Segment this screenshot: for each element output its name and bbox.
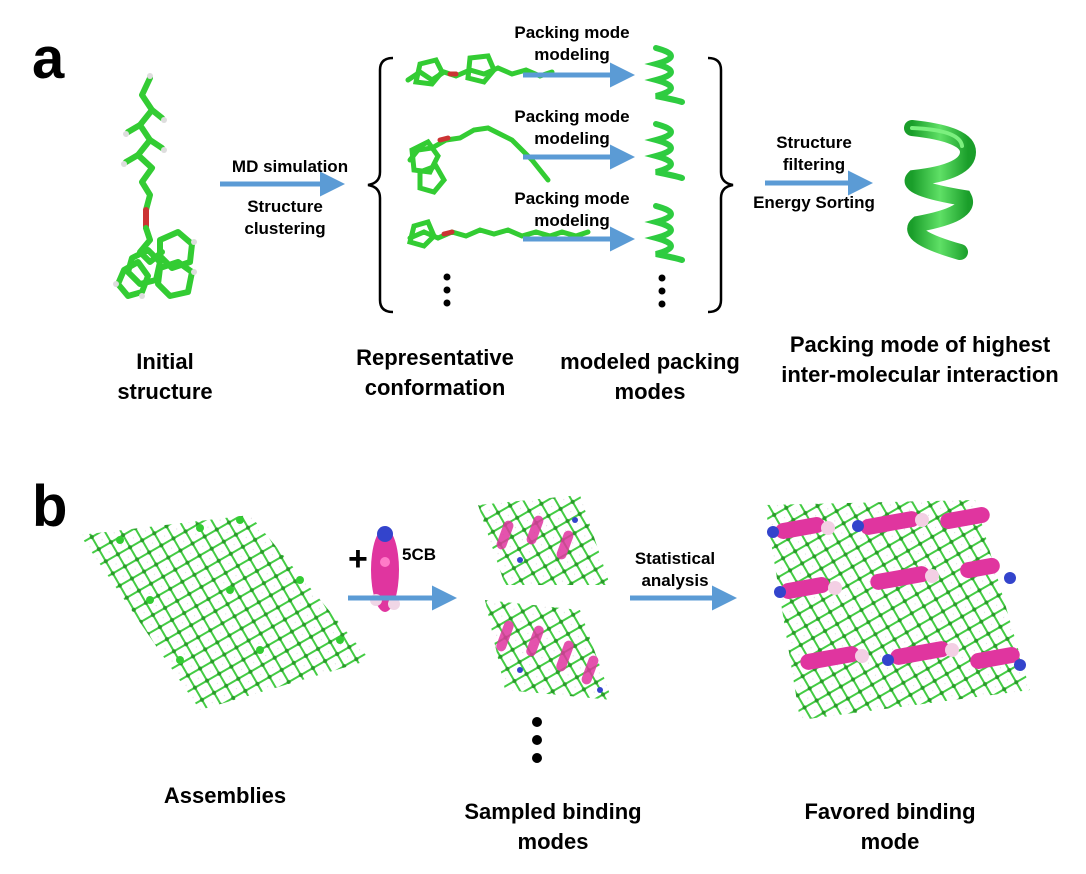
md-simulation-label: MD simulation	[231, 157, 349, 176]
conformation-dots	[443, 273, 451, 307]
caption-sampled-binding-modes: Sampled binding modes	[464, 799, 642, 854]
caption-assemblies: Assemblies	[163, 783, 287, 808]
packing-mode-label-3: Packing mode modeling	[514, 189, 630, 230]
ligand-5cb-label: 5CB	[402, 545, 437, 564]
plus-sign: +	[348, 540, 368, 578]
structure-filtering-label: Structure filtering	[776, 133, 852, 174]
panel-label-b: b	[32, 474, 68, 539]
structure-clustering-label: Structure clustering	[244, 197, 326, 238]
caption-modeled-packing-modes: modeled packing modes	[560, 349, 740, 404]
left-brace	[367, 56, 394, 314]
initial-structure-hydrogens	[113, 73, 197, 299]
panel-label-a: a	[32, 26, 65, 91]
ligand-5cb	[370, 526, 400, 612]
caption-highest-interaction: Packing mode of highest inter-molecular …	[781, 332, 1059, 387]
helix-dots	[658, 274, 666, 308]
energy-sorting-label: Energy Sorting	[753, 193, 875, 212]
big-helix	[904, 120, 977, 260]
favored-binding-lattice	[765, 500, 1030, 720]
packing-mode-label-2: Packing mode modeling	[514, 107, 630, 148]
caption-initial-structure: Initial structure	[117, 349, 213, 404]
small-helix-1	[644, 45, 685, 105]
sampled-lattice-2	[485, 600, 612, 700]
conformation-1	[405, 53, 555, 87]
conformation-2	[407, 125, 551, 195]
conformation-3	[406, 218, 591, 249]
small-helix-3	[644, 203, 685, 263]
initial-structure-molecule	[115, 75, 195, 299]
assemblies-lattice	[80, 515, 370, 710]
sampled-dots	[532, 717, 542, 763]
statistical-analysis-label: Statistical analysis	[634, 549, 716, 590]
caption-favored-binding-mode: Favored binding mode	[804, 799, 976, 854]
small-helix-2	[644, 121, 685, 181]
caption-representative-conformation: Representative conformation	[356, 345, 514, 400]
packing-mode-label-1: Packing mode modeling	[514, 23, 630, 64]
sampled-lattice-1	[478, 495, 610, 585]
right-brace	[707, 56, 734, 314]
